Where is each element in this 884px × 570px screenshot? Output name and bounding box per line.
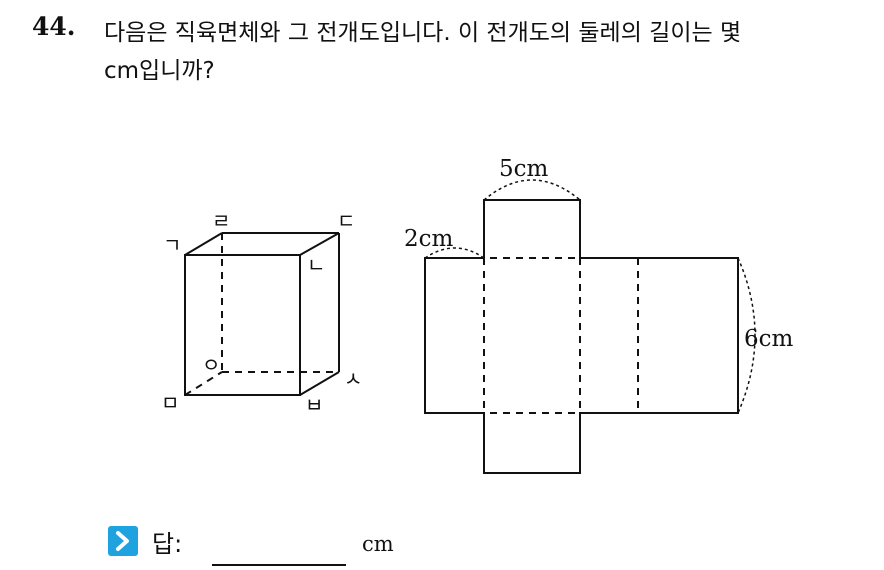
vertex-label-ieung: ㅇ — [202, 353, 220, 377]
vertex-label-siot: ㅅ — [344, 367, 362, 391]
dimension-arcs — [424, 179, 756, 414]
cuboid-edge — [299, 232, 340, 256]
cuboid-hidden-edges — [184, 233, 339, 396]
net-diagram — [424, 179, 756, 474]
question-number: 44. — [32, 12, 76, 41]
net-fold-lines — [425, 257, 639, 414]
vertex-label-rieul: ㄹ — [212, 209, 230, 233]
question-line-2: cm입니까? — [104, 58, 215, 84]
chevron-right-icon — [108, 526, 138, 556]
question-line-1: 다음은 직육면체와 그 전개도입니다. 이 전개도의 둘레의 길이는 몇 — [104, 20, 742, 46]
cuboid-front-face — [184, 254, 301, 396]
cuboid-diagram — [184, 232, 340, 396]
vertex-label-mieum: ㅁ — [161, 391, 179, 415]
net-outline — [424, 199, 739, 474]
dimension-left: 2cm — [404, 226, 454, 252]
answer-label: 답: — [152, 530, 183, 558]
dimension-top: 5cm — [499, 156, 549, 182]
cuboid-edge — [184, 232, 223, 256]
vertex-label-nieun: ㄴ — [307, 253, 325, 277]
vertex-label-digeut: ㄷ — [337, 209, 355, 233]
dimension-right: 6cm — [744, 326, 794, 352]
answer-blank[interactable] — [212, 564, 346, 566]
answer-unit: cm — [362, 532, 394, 556]
question-text: 다음은 직육면체와 그 전개도입니다. 이 전개도의 둘레의 길이는 몇 cm입… — [104, 14, 874, 90]
vertex-label-bieup: ㅂ — [305, 393, 323, 417]
cuboid-edge — [299, 371, 340, 396]
vertex-label-giyeok: ㄱ — [163, 233, 181, 257]
